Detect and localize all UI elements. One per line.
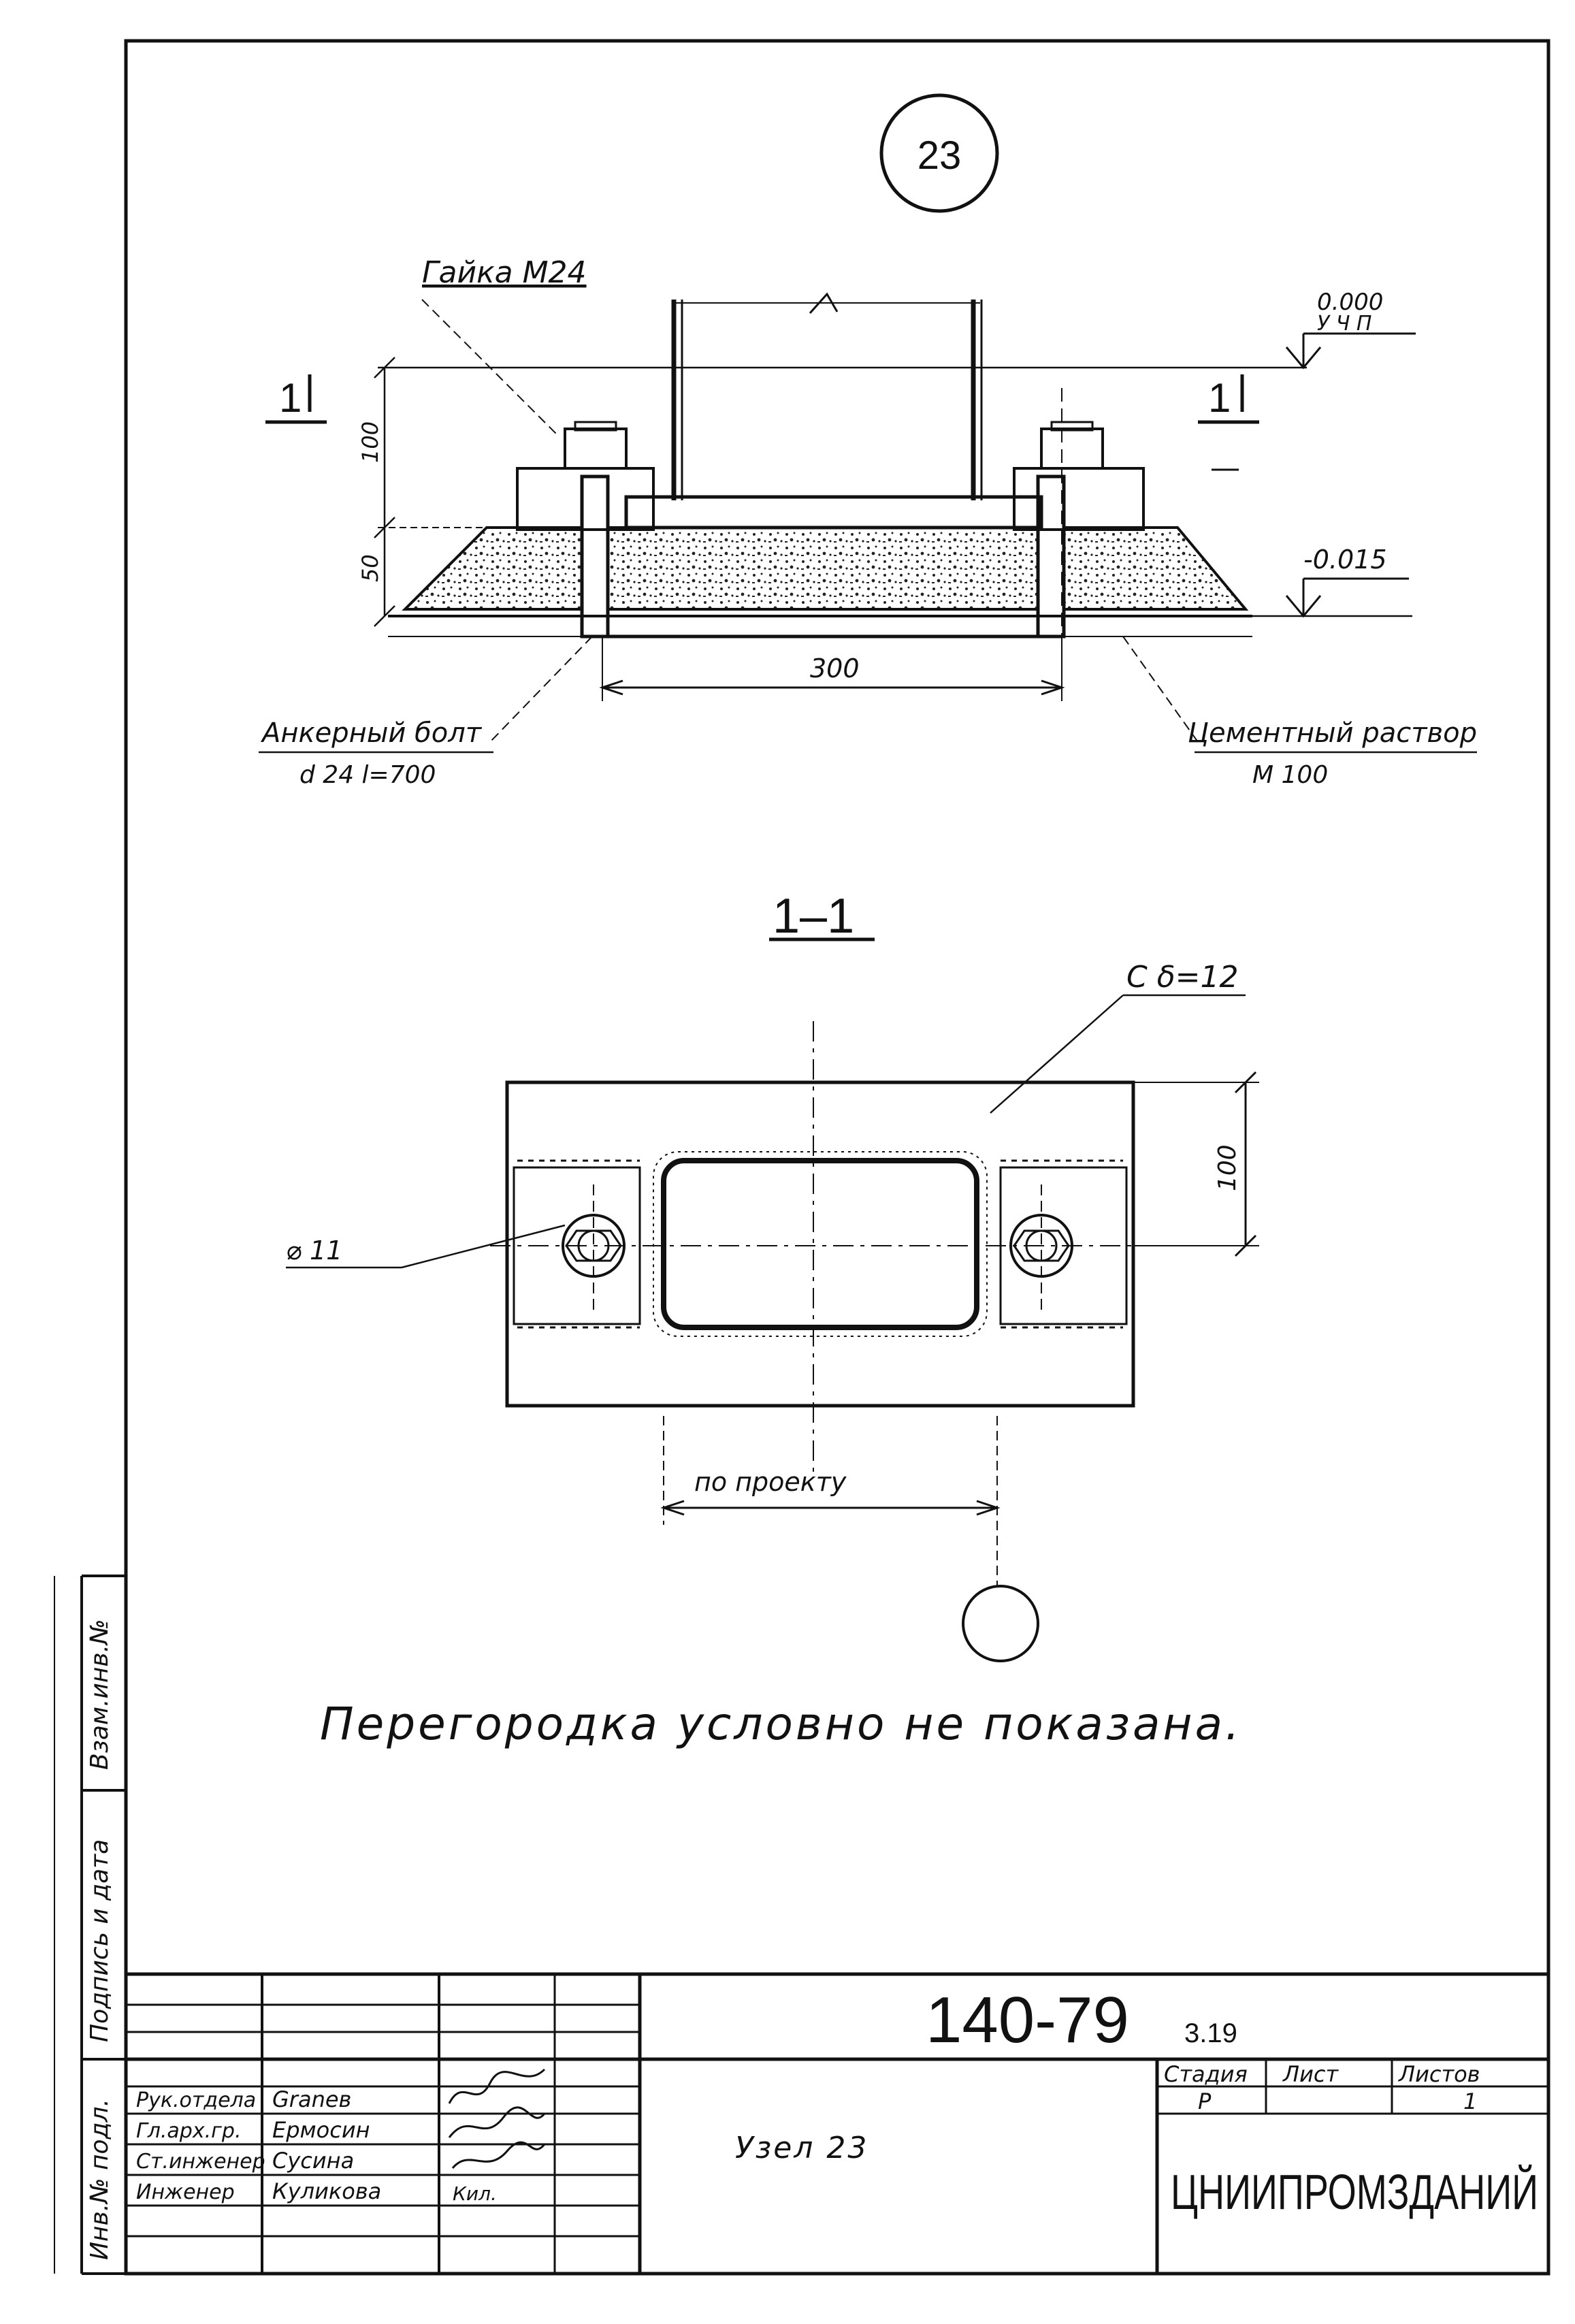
per-project-dimension: по проекту [660, 1416, 1039, 1662]
title-block: 140-79 3.19 Рук.отдела Гл.арх.гр. Ст.инж… [126, 1972, 1548, 2274]
dim-height-bottom: 50 [357, 554, 383, 582]
level-top-subtext: У Ч П [1317, 312, 1371, 336]
hole-label: ⌀ 11 [286, 1236, 342, 1265]
head-stage: Стадия [1164, 2061, 1248, 2087]
left-lug [513, 1166, 641, 1325]
side-stamp-inventory: Инв.№ подл. [86, 2099, 114, 2260]
role-1: Рук.отдела [136, 2088, 256, 2112]
bolt-spacing-dimension: 300 [599, 636, 1065, 701]
drawing-note: Перегородка условно не показана. [320, 1698, 1242, 1750]
section-mark-left: 1 [265, 374, 327, 424]
side-stamp-replacement: Взам.инв.№ [86, 1619, 114, 1770]
name-3: Сусина [272, 2148, 354, 2174]
dim-per-project: по проекту [694, 1467, 847, 1497]
level-top-value: 0.000 [1317, 289, 1383, 316]
section-title: 1–1 [773, 889, 854, 943]
sheet-frame [124, 39, 1550, 2276]
svg-text:1: 1 [279, 375, 302, 421]
name-2: Ермосин [272, 2117, 370, 2143]
column-section [661, 1158, 979, 1330]
name-4: Куликова [272, 2178, 381, 2204]
nut-label: Гайка М24 [422, 255, 587, 290]
column [671, 292, 983, 500]
role-2: Гл.арх.гр. [136, 2119, 241, 2143]
document-code-suffix: 3.19 [1184, 2018, 1237, 2048]
dim-bolt-spacing: 300 [810, 653, 860, 683]
level-bottom-value: -0.015 [1303, 545, 1387, 575]
section-view: 1–1 С δ=12 [286, 889, 1259, 1662]
svg-text:1: 1 [1208, 375, 1231, 421]
node-title: Узел 23 [735, 2131, 868, 2165]
organization-name: ЦНИИПРОМЗДАНИЙ [1171, 2164, 1538, 2220]
role-3: Ст.инженер [136, 2150, 265, 2174]
side-stamp: Взам.инв.№ Подпись и дата Инв.№ подл. [54, 1575, 126, 2275]
base-plate-outline [505, 1080, 1135, 1408]
level-mark-bottom: -0.015 [1212, 468, 1412, 618]
role-4: Инженер [136, 2180, 235, 2204]
node-mark-number: 23 [918, 133, 962, 178]
sheets-value: 1 [1463, 2088, 1477, 2114]
stage-value: Р [1198, 2088, 1212, 2114]
anchor-bolt-spec: d 24 l=700 [299, 761, 436, 789]
dim-height-top: 100 [357, 421, 383, 463]
elevation-view: Гайка М24 1 1 0.000 У Ч П [259, 255, 1477, 789]
plate-label: С δ=12 [1126, 960, 1238, 995]
head-sheet: Лист [1282, 2061, 1339, 2087]
dim-plate-width: 100 [1214, 1144, 1241, 1191]
base-plate [624, 495, 1043, 530]
document-code: 140-79 [926, 1984, 1129, 2056]
signature-scribbles: Кил. [448, 2068, 546, 2205]
section-mark-right: 1 [1198, 374, 1259, 424]
right-anchor-assembly [1013, 388, 1145, 653]
level-mark-top: 0.000 У Ч П [1285, 289, 1416, 370]
head-sheets: Листов [1398, 2061, 1480, 2087]
name-1: Granев [272, 2086, 351, 2112]
plate-width-dimension: 100 [1133, 1071, 1259, 1257]
node-marker: 23 [879, 93, 999, 213]
anchor-bolt-label: Анкерный болт [260, 717, 483, 749]
mortar-bed [388, 526, 1252, 639]
mortar-grade: М 100 [1252, 761, 1328, 789]
height-dimension: 100 50 [357, 357, 490, 627]
signature-4: Кил. [453, 2182, 497, 2205]
mortar-label: Цементный раствор [1188, 717, 1477, 749]
side-stamp-signature-date: Подпись и дата [86, 1839, 114, 2042]
